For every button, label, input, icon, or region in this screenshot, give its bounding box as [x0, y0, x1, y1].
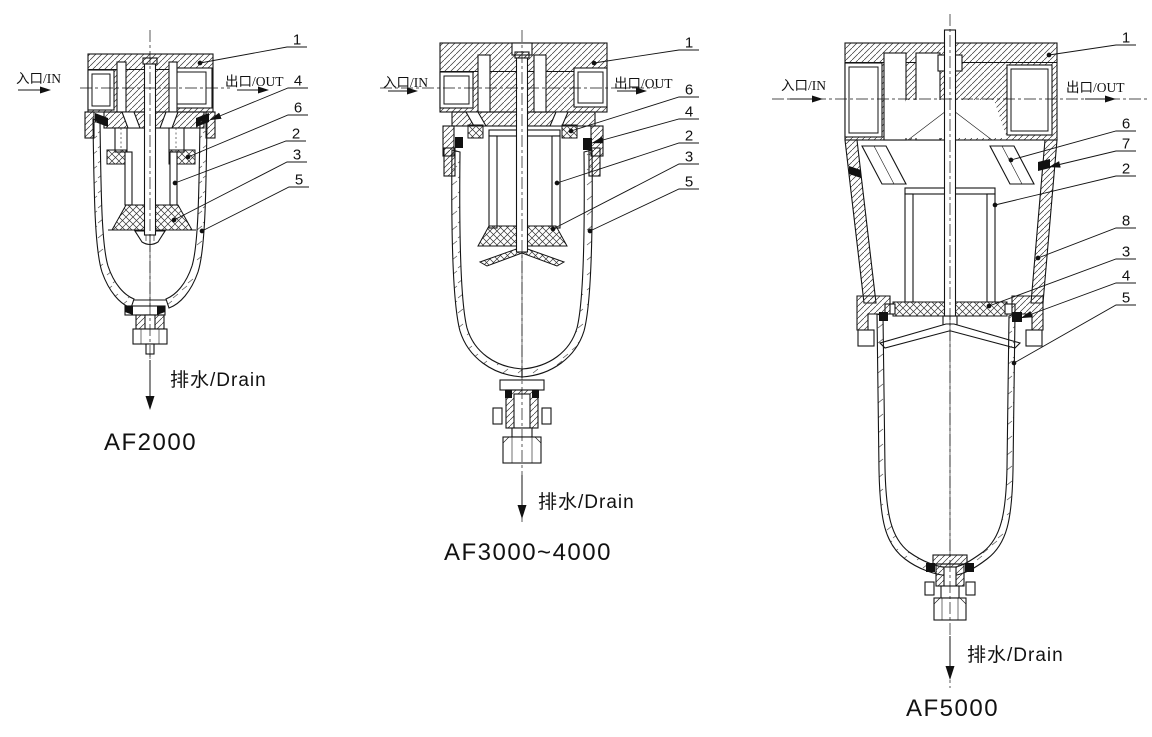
part-callout: 4 — [684, 103, 694, 121]
part-callout: 6 — [1121, 115, 1131, 133]
part-callout: 5 — [684, 173, 694, 191]
part-callout: 4 — [1121, 267, 1131, 285]
outlet-label-af2000: 出口/OUT — [225, 74, 284, 89]
af5000-callout-leaders — [986, 44, 1136, 366]
af5000-centerlines — [772, 14, 1150, 688]
drain-label-af2000: 排水/Drain — [170, 370, 267, 391]
model-label-af3000: AF3000~4000 — [444, 539, 612, 566]
part-callout: 2 — [684, 127, 694, 145]
drain-label-af3000: 排水/Drain — [538, 492, 635, 513]
outlet-label-af5000: 出口/OUT — [1066, 80, 1125, 95]
part-callout: 8 — [1121, 212, 1131, 230]
inlet-label-af5000: 入口/IN — [781, 78, 826, 93]
af2000-callout-leaders — [171, 46, 309, 234]
af2000-drawing — [18, 53, 269, 410]
af3000-4000-centerlines — [380, 30, 657, 522]
inlet-label-af2000: 入口/IN — [16, 71, 61, 86]
model-label-af5000: AF5000 — [906, 695, 1000, 722]
part-callout: 3 — [684, 148, 694, 166]
af3000-4000-drawing — [388, 42, 647, 519]
part-callout: 5 — [294, 171, 304, 189]
part-callout: 1 — [292, 31, 302, 49]
model-label-af2000: AF2000 — [104, 429, 198, 456]
part-callout: 2 — [291, 125, 301, 143]
inlet-label-af3000: 入口/IN — [383, 75, 428, 90]
part-callout: 3 — [292, 146, 302, 164]
part-callout: 3 — [1121, 243, 1131, 261]
part-callout: 1 — [1121, 29, 1131, 47]
part-callout: 7 — [1121, 135, 1131, 153]
part-callout: 6 — [684, 81, 694, 99]
af2000-centerlines — [80, 30, 230, 358]
af5000-drawing — [790, 29, 1116, 680]
part-callout: 6 — [293, 99, 303, 117]
outlet-label-af3000: 出口/OUT — [614, 76, 673, 91]
part-callout: 2 — [1121, 160, 1131, 178]
drain-label-af5000: 排水/Drain — [967, 645, 1064, 666]
af3000-4000-callout-leaders — [550, 49, 699, 234]
part-callout: 4 — [293, 72, 303, 90]
part-callout: 1 — [684, 34, 694, 52]
part-callout: 5 — [1121, 289, 1131, 307]
